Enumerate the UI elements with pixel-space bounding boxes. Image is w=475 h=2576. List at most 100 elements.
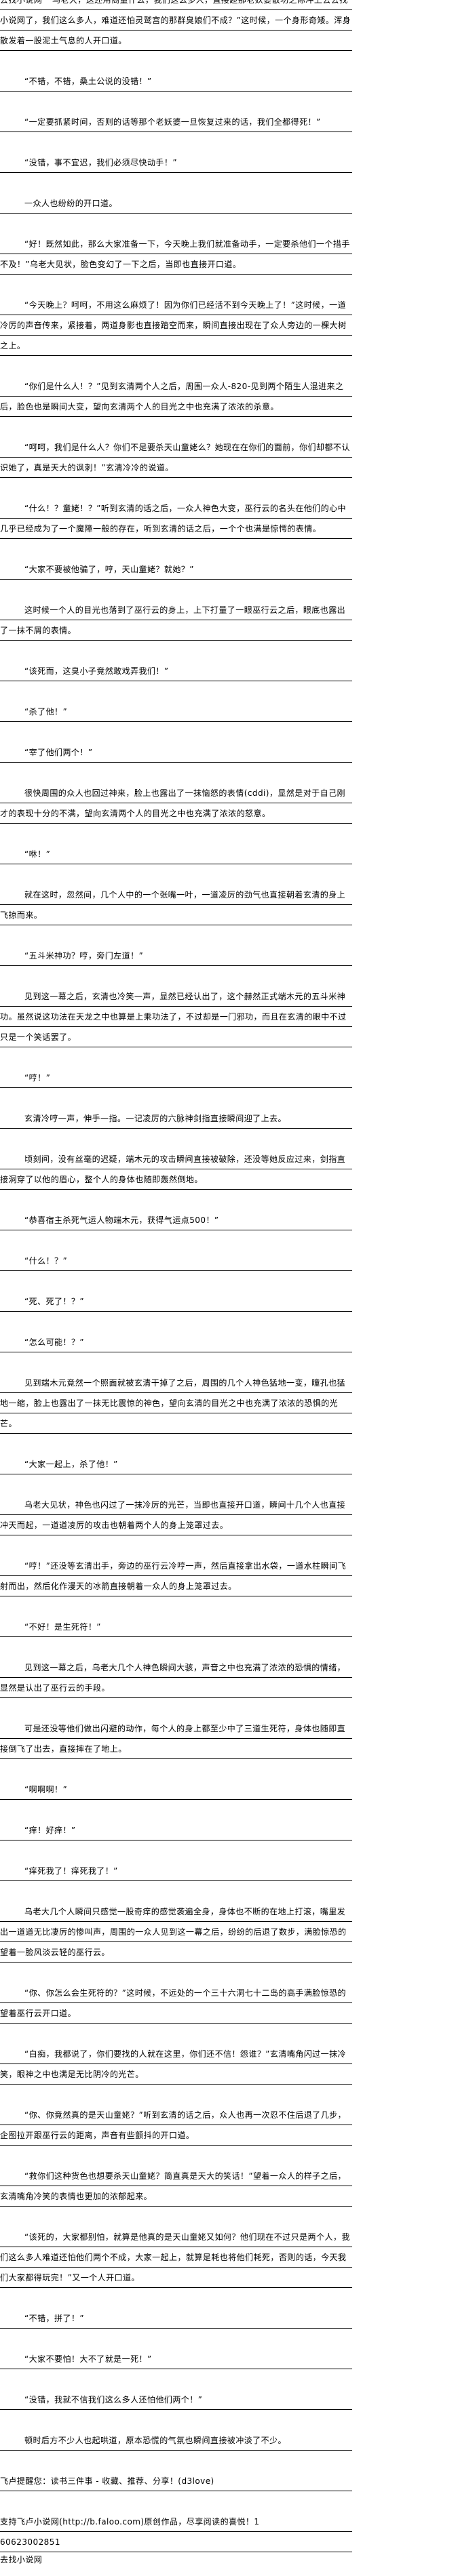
chapter-text: 去找小说网“乌老大，这还用商量什么，我们这么多人，直接趁那老妖婆散功之际冲上去去…	[0, 0, 352, 2564]
watermark-text: 去找小说网	[0, 0, 43, 5]
paragraph-text: 见到这一幕之后，玄清也冷笑一声，显然已经认出了，这个赫然正式端木元的五斗米神功。…	[0, 992, 347, 1042]
paragraph-text: “你、你怎么会生死符的？”这时候，不远处的一个三十六洞七十二岛的高手满脸惊恐的望…	[0, 1988, 346, 2018]
paragraph-text: “痒！好痒！”	[24, 1826, 76, 1835]
paragraph: “痒死我了！痒死我了！”	[0, 1861, 352, 1881]
paragraph: “怎么可能！？”	[0, 1332, 352, 1352]
paragraph-text: “不错，拼了！”	[24, 2314, 85, 2323]
paragraph: 去找小说网“乌老大，这还用商量什么，我们这么多人，直接趁那老妖婆散功之际冲上去去…	[0, 0, 352, 51]
paragraph-text: “救你们这种货色也想要杀天山童姥？简直真是天大的笑话！”望着一众人的样子之后，玄…	[0, 2171, 346, 2201]
paragraph: “咻！”	[0, 844, 352, 864]
paragraph-text: 可是还没等他们做出闪避的动作，每个人的身上都至少中了三道生死符，身体也随即直接倒…	[0, 1724, 346, 1754]
paragraph-text: “大家不要被他骗了，哼，天山童姥？就她？”	[24, 565, 194, 574]
paragraph: “什么！？童姥！？”听到玄清的话之后，一众人神色大变，巫行云的名头在他们的心中几…	[0, 498, 352, 539]
paragraph: “哼！”	[0, 1068, 352, 1088]
paragraph-text: 一众人也纷纷的开口道。	[24, 199, 117, 208]
paragraph-list: 去找小说网“乌老大，这还用商量什么，我们这么多人，直接趁那老妖婆散功之际冲上去去…	[0, 0, 352, 2451]
paragraph: 一众人也纷纷的开口道。	[0, 193, 352, 214]
paragraph-text: “痒死我了！痒死我了！”	[24, 1866, 118, 1876]
paragraph: “啊啊啊！”	[0, 1779, 352, 1800]
paragraph-text: “好！既然如此，那么大家准备一下，今天晚上我们就准备动手，一定要杀他们一个措手不…	[0, 239, 350, 269]
site-name: 去找小说网	[0, 2555, 43, 2564]
paragraph-text: “哼！”还没等玄清出手，旁边的巫行云冷哼一声，然后直接拿出水袋，一道水柱瞬间飞射…	[0, 1561, 346, 1591]
paragraph-text: 见到端木元竟然一个照面就被玄清干掉了之后，周围的几个人神色猛地一变，瞳孔也猛地一…	[0, 1378, 346, 1428]
chapter-id: 60623002851	[0, 2532, 352, 2552]
paragraph: “你、你竟然真的是天山童姥？”听到玄清的话之后，众人也再一次忍不住后退了几步，企…	[0, 2105, 352, 2146]
paragraph: “没错，事不宜迟，我们必须尽快动手！”	[0, 153, 352, 173]
paragraph-text: “不好！是生死符！”	[24, 1622, 101, 1632]
paragraph: “死、死了！？”	[0, 1291, 352, 1312]
paragraph-text: “一定要抓紧时间，否则的话等那个老妖婆一旦恢复过来的话，我们全都得死！”	[24, 117, 321, 127]
paragraph-text: 乌老大几个人瞬间只感觉一股奇痒的感觉袭遍全身，身体也不断的在地上打滚，嘴里发出一…	[0, 1907, 347, 1957]
paragraph-text: “乌老大，这还用商量什么，我们这么多人，直接趁那老妖婆散功之际冲上去去找小说网了…	[0, 0, 352, 45]
paragraph-text: 这时候一个人的目光也落到了巫行云的身上，上下打量了一眼巫行云之后，眼底也露出了一…	[0, 605, 346, 635]
paragraph: 见到这一幕之后，玄清也冷笑一声，显然已经认出了，这个赫然正式端木元的五斗米神功。…	[0, 986, 352, 1047]
paragraph-text: “大家不要怕！大不了就是一死！”	[24, 2354, 152, 2364]
paragraph-text: “该死的，大家都别怕，就算是他真的是天山童姥又如何？他们现在不过只是两个人，我们…	[0, 2232, 350, 2282]
paragraph: “五斗米神功？哼，旁门左道！”	[0, 946, 352, 966]
paragraph: “恭喜宿主杀死气运人物端木元，获得气运点500！”	[0, 1210, 352, 1230]
paragraph: “白痴，我都说了，你们要找的人就在这里，你们还不信！怨谁？”玄清嘴角闪过一抹冷笑…	[0, 2044, 352, 2085]
paragraph: “救你们这种货色也想要杀天山童姥？简直真是天大的笑话！”望着一众人的样子之后，玄…	[0, 2166, 352, 2207]
paragraph-text: 就在这时，忽然间，几个人中的一个张嘴一叶，一道凌厉的劲气也直接朝着玄清的身上飞掠…	[0, 890, 346, 920]
paragraph-text: 顿时后方不少人也起哄道，原本恐慌的气氛也瞬间直接被冲淡了不少。	[24, 2436, 286, 2445]
paragraph: “一定要抓紧时间，否则的话等那个老妖婆一旦恢复过来的话，我们全都得死！”	[0, 112, 352, 132]
paragraph-text: 见到这一幕之后，乌老大几个人神色瞬间大骇，声音之中也充满了浓浓的恐惧的情绪，显然…	[0, 1663, 346, 1693]
paragraph-text: “恭喜宿主杀死气运人物端木元，获得气运点500！”	[24, 1215, 219, 1225]
paragraph-text: “呵呵，我们是什么人？你们不是要杀天山童姥么？她现在在你们的面前，你们却都不认识…	[0, 443, 350, 472]
paragraph: 顷刻间，没有丝毫的迟疑，端木元的攻击瞬间直接被破除，还没等她反应过来，剑指直接洞…	[0, 1149, 352, 1190]
paragraph-text: “啊啊啊！”	[24, 1785, 68, 1794]
paragraph-text: “五斗米神功？哼，旁门左道！”	[24, 951, 144, 961]
paragraph: “什么！？”	[0, 1251, 352, 1271]
paragraph-text: “大家一起上，杀了他！”	[24, 1460, 118, 1469]
paragraph-text: “死、死了！？”	[24, 1297, 85, 1306]
support-text: 支持飞卢小说网(http://b.faloo.com)原创作品，尽享阅读的喜悦！…	[0, 2517, 260, 2527]
paragraph-text: 顷刻间，没有丝毫的迟疑，端木元的攻击瞬间直接被破除，还没等她反应过来，剑指直接洞…	[0, 1154, 346, 1184]
paragraph: “你们是什么人！？”见到玄清两个人之后，周围一众人-820-见到两个陌生人混进来…	[0, 376, 352, 417]
paragraph: “你、你怎么会生死符的？”这时候，不远处的一个三十六洞七十二岛的高手满脸惊恐的望…	[0, 1983, 352, 2024]
reminder-line: 飞卢提醒您：读书三件事 - 收藏、推荐、分享！(d3love)	[0, 2471, 352, 2491]
paragraph: “没错，我就不信我们这么多人还怕他们两个！”	[0, 2390, 352, 2410]
paragraph-text: “没错，我就不信我们这么多人还怕他们两个！”	[24, 2395, 203, 2404]
support-line: 支持飞卢小说网(http://b.faloo.com)原创作品，尽享阅读的喜悦！…	[0, 2512, 352, 2532]
paragraph: “今天晚上？呵呵，不用这么麻烦了！因为你们已经活不到今天晚上了！”这时候，一道冷…	[0, 295, 352, 356]
paragraph-text: “该死而，这臭小子竟然敢戏弄我们！”	[24, 666, 169, 676]
paragraph-text: “杀了他！”	[24, 707, 68, 717]
paragraph-text: “宰了他们两个！”	[24, 748, 93, 757]
paragraph-text: “怎么可能！？”	[24, 1337, 85, 1347]
paragraph-text: 玄清冷哼一声，伸手一指。一记凌厉的六脉神剑指直接瞬间迎了上去。	[24, 1114, 286, 1123]
paragraph-text: 乌老大见状，神色也闪过了一抹冷厉的光芒，当即也直接开口道，瞬间十几个人也直接冲天…	[0, 1500, 346, 1530]
paragraph: 很快周围的众人也回过神来，脸上也露出了一抹恼怒的表情(cddi)，显然是对于自己…	[0, 783, 352, 824]
paragraph-text: “今天晚上？呵呵，不用这么麻烦了！因为你们已经活不到今天晚上了！”这时候，一道冷…	[0, 300, 347, 350]
paragraph: “痒！好痒！”	[0, 1820, 352, 1840]
paragraph: “该死而，这臭小子竟然敢戏弄我们！”	[0, 661, 352, 681]
paragraph-text: “你、你竟然真的是天山童姥？”听到玄清的话之后，众人也再一次忍不住后退了几步，企…	[0, 2110, 346, 2140]
paragraph: 乌老大几个人瞬间只感觉一股奇痒的感觉袭遍全身，身体也不断的在地上打滚，嘴里发出一…	[0, 1901, 352, 1963]
paragraph: “大家不要被他骗了，哼，天山童姥？就她？”	[0, 559, 352, 580]
paragraph-text: “什么！？”	[24, 1256, 68, 1266]
paragraph: “大家不要怕！大不了就是一死！”	[0, 2349, 352, 2369]
paragraph-text: “不错，不错，桑土公说的没错！”	[24, 77, 152, 86]
paragraph-text: “没错，事不宜迟，我们必须尽快动手！”	[24, 158, 177, 167]
paragraph: 见到这一幕之后，乌老大几个人神色瞬间大骇，声音之中也充满了浓浓的恐惧的情绪，显然…	[0, 1657, 352, 1698]
paragraph: “不错，不错，桑土公说的没错！”	[0, 71, 352, 92]
paragraph: “大家一起上，杀了他！”	[0, 1454, 352, 1474]
paragraph-text: 很快周围的众人也回过神来，脸上也露出了一抹恼怒的表情(cddi)，显然是对于自己…	[0, 788, 345, 818]
paragraph: 见到端木元竟然一个照面就被玄清干掉了之后，周围的几个人神色猛地一变，瞳孔也猛地一…	[0, 1373, 352, 1434]
paragraph: 顿时后方不少人也起哄道，原本恐慌的气氛也瞬间直接被冲淡了不少。	[0, 2430, 352, 2451]
paragraph-text: “什么！？童姥！？”听到玄清的话之后，一众人神色大变，巫行云的名头在他们的心中几…	[0, 504, 346, 534]
paragraph: “好！既然如此，那么大家准备一下，今天晚上我们就准备动手，一定要杀他们一个措手不…	[0, 234, 352, 275]
paragraph: 乌老大见状，神色也闪过了一抹冷厉的光芒，当即也直接开口道，瞬间十几个人也直接冲天…	[0, 1495, 352, 1535]
paragraph: “呵呵，我们是什么人？你们不是要杀天山童姥么？她现在在你们的面前，你们却都不认识…	[0, 437, 352, 478]
paragraph-text: “白痴，我都说了，你们要找的人就在这里，你们还不信！怨谁？”玄清嘴角闪过一抹冷笑…	[0, 2049, 346, 2079]
paragraph: “杀了他！”	[0, 702, 352, 722]
paragraph: 可是还没等他们做出闪避的动作，每个人的身上都至少中了三道生死符，身体也随即直接倒…	[0, 1718, 352, 1759]
paragraph: “宰了他们两个！”	[0, 742, 352, 763]
paragraph: “不错，拼了！”	[0, 2308, 352, 2329]
paragraph: “该死的，大家都别怕，就算是他真的是天山童姥又如何？他们现在不过只是两个人，我们…	[0, 2227, 352, 2288]
paragraph: “哼！”还没等玄清出手，旁边的巫行云冷哼一声，然后直接拿出水袋，一道水柱瞬间飞射…	[0, 1556, 352, 1596]
paragraph: “不好！是生死符！”	[0, 1617, 352, 1637]
paragraph-text: “咻！”	[24, 849, 51, 859]
paragraph-text: “哼！”	[24, 1073, 51, 1083]
paragraph: 就在这时，忽然间，几个人中的一个张嘴一叶，一道凌厉的劲气也直接朝着玄清的身上飞掠…	[0, 885, 352, 925]
paragraph: 玄清冷哼一声，伸手一指。一记凌厉的六脉神剑指直接瞬间迎了上去。	[0, 1108, 352, 1129]
